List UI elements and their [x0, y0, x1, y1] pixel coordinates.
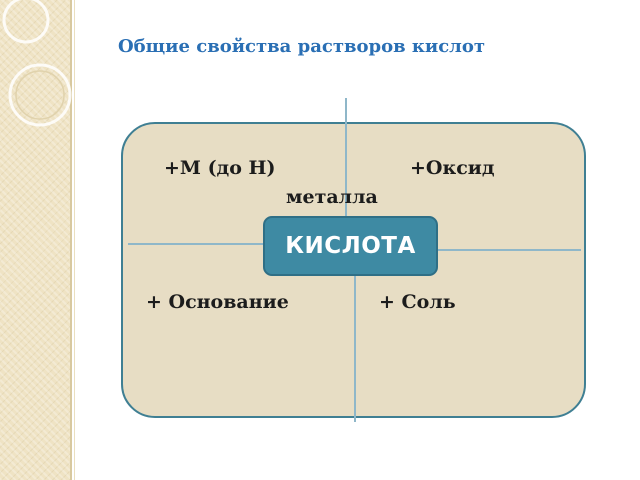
- property-oxide: +Оксид: [410, 157, 495, 179]
- center-acid-label: КИСЛОТА: [285, 233, 416, 259]
- property-metal: +М (до Н): [164, 157, 275, 179]
- line-left: [128, 243, 263, 245]
- slide-title: Общие свойства растворов кислот: [118, 36, 485, 57]
- property-salt: + Соль: [379, 291, 456, 313]
- line-right: [438, 249, 581, 251]
- property-base: + Основание: [146, 291, 289, 313]
- center-acid-box: КИСЛОТА: [263, 216, 438, 276]
- decorative-rings: [0, 0, 80, 140]
- property-oxide-cont: металла: [286, 186, 378, 208]
- line-bottom: [354, 276, 356, 422]
